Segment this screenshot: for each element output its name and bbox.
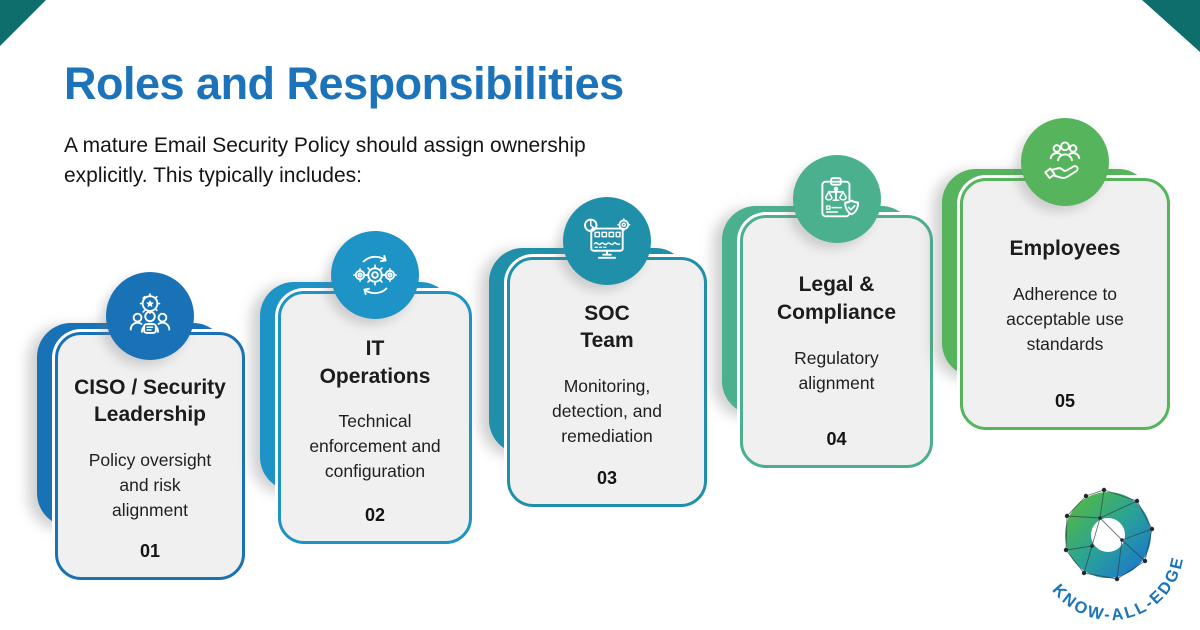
card-it-operations: IT Operations Technical enforcement and … (260, 231, 472, 544)
corner-triangle-top-left (0, 0, 46, 46)
card-number: 01 (139, 541, 161, 561)
card-title: SOC Team (580, 301, 634, 353)
card-body: Employees Adherence to acceptable use st… (960, 178, 1170, 430)
card-title: IT Operations (319, 337, 431, 388)
card-title: Legal & Compliance (776, 273, 897, 325)
card-body: Legal & Compliance Regulatory alignment … (740, 215, 933, 468)
card-description: Regulatory alignment (794, 347, 879, 393)
card-description: Adherence to acceptable use standards (1006, 284, 1124, 354)
card-number: 02 (364, 505, 386, 525)
legal-compliance-icon (792, 155, 881, 243)
card-number: 03 (596, 468, 618, 488)
page-title: Roles and Responsibilities (64, 58, 624, 109)
card-body: IT Operations Technical enforcement and … (278, 291, 472, 544)
card-title: Employees (1009, 237, 1121, 261)
leadership-team-icon (106, 272, 194, 360)
card-description: Monitoring, detection, and remediation (552, 375, 662, 446)
employees-hand-icon (1021, 118, 1109, 206)
card-soc-team: SOC Team Monitoring, detection, and reme… (489, 197, 707, 507)
card-employees: Employees Adherence to acceptable use st… (942, 118, 1170, 430)
page-subtitle: A mature Email Security Policy should as… (64, 134, 586, 188)
know-all-edge-logo: KNOW-ALL-EDGE (1042, 478, 1200, 625)
card-body: CISO / Security Leadership Policy oversi… (55, 332, 245, 580)
card-number: 05 (1054, 391, 1076, 411)
card-body: SOC Team Monitoring, detection, and reme… (507, 257, 707, 507)
card-title: CISO / Security Leadership (74, 375, 226, 427)
card-legal-compliance: Legal & Compliance Regulatory alignment … (722, 155, 933, 468)
corner-triangle-top-right (1142, 0, 1200, 52)
card-ciso-security-leadership: CISO / Security Leadership Policy oversi… (37, 272, 245, 580)
card-description: Technical enforcement and configuration (309, 411, 441, 482)
logo-donut (1063, 487, 1155, 582)
card-number: 04 (826, 429, 847, 449)
security-monitor-icon (563, 197, 651, 285)
gears-sync-icon (331, 231, 419, 319)
card-description: Policy oversight and risk alignment (88, 449, 212, 520)
